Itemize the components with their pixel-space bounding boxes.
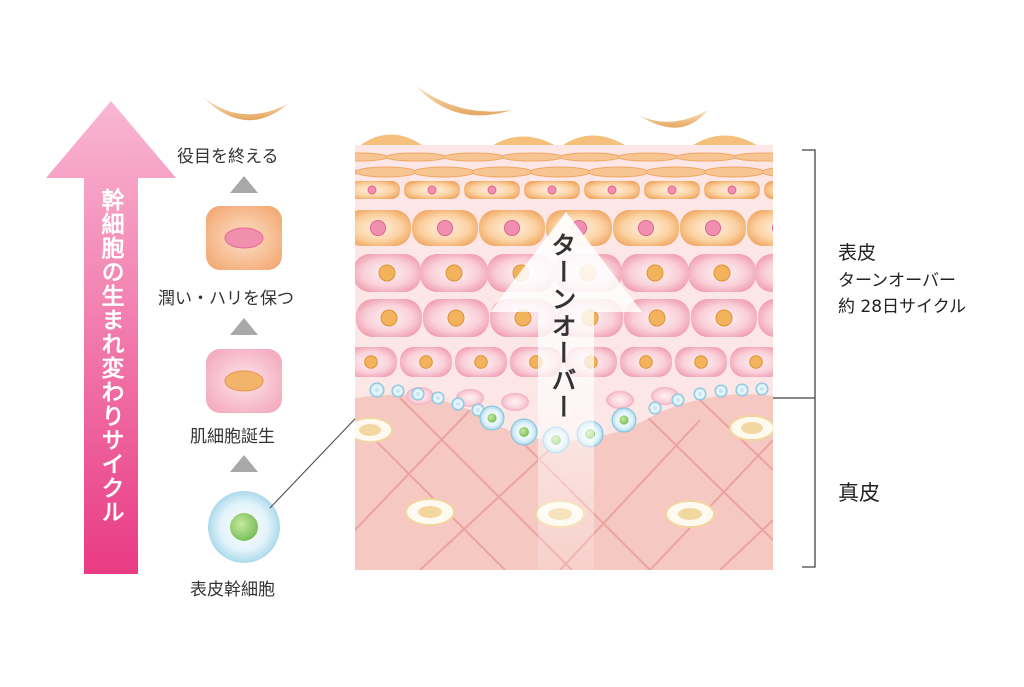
stage-label-stem: 表皮幹細胞 [190, 580, 275, 600]
mature-cell-icon [206, 206, 282, 270]
layer-brackets [773, 149, 816, 568]
skin-cross-section [355, 86, 773, 570]
cycle-title: 幹細胞の生まれ変わりサイクル [97, 188, 123, 524]
dermis-label: 真皮 [838, 481, 880, 505]
stem-cell-icon [208, 491, 280, 563]
up-triangle-icon [230, 176, 258, 193]
peeling-flake [640, 110, 708, 128]
cycle-arrow [46, 101, 176, 574]
epidermis-cycle: 約 28日サイクル [838, 297, 967, 317]
stage-label-moisture: 潤い・ハリを保つ [158, 289, 294, 309]
stage-label-end: 役目を終える [177, 147, 279, 167]
dead-cell-flake [202, 96, 288, 121]
peeling-flake [416, 86, 512, 116]
stage-column [202, 96, 393, 563]
turnover-arrow [490, 212, 642, 570]
up-triangle-icon [230, 455, 258, 472]
up-triangle-icon [230, 318, 258, 335]
epidermis-label: 表皮 [838, 242, 877, 264]
epidermis-turnover: ターンオーバー [838, 271, 956, 291]
new-skin-cell-icon [206, 349, 282, 413]
stage-label-birth: 肌細胞誕生 [190, 427, 275, 447]
turnover-label: ターンオーバー [548, 232, 577, 421]
